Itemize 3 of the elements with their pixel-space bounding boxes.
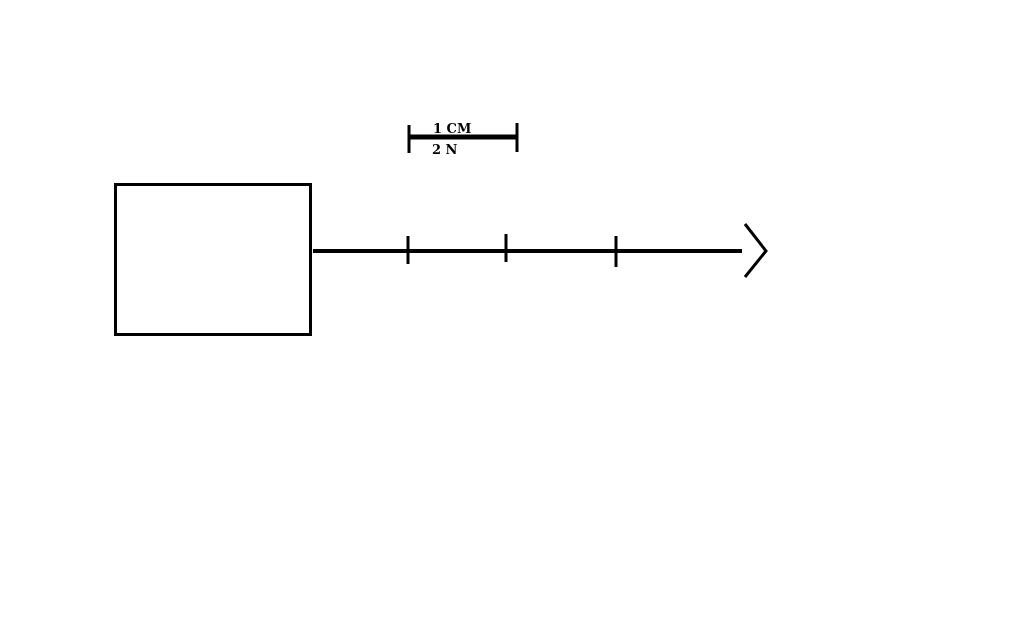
scale-force-label: 2 N (432, 143, 458, 157)
block (114, 183, 312, 336)
scale-length-label: 1 CM (433, 122, 472, 136)
